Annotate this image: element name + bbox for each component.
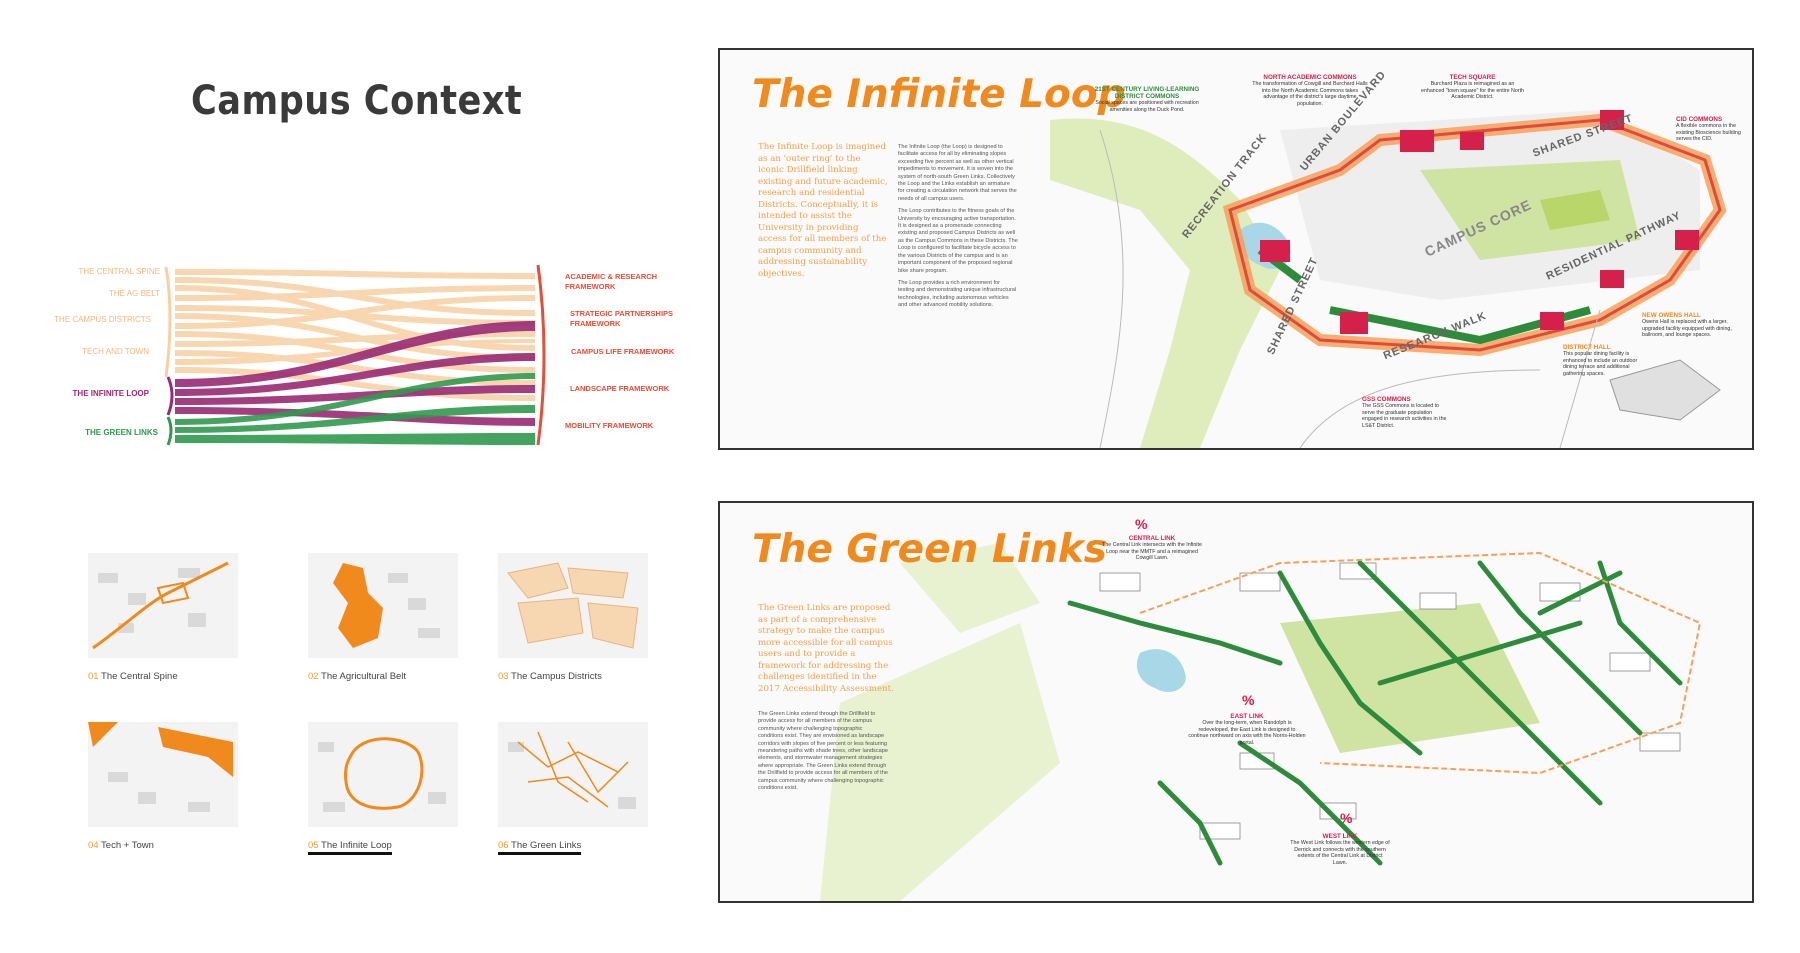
sankey-label-tech-town: TECH AND TOWN: [82, 347, 149, 356]
tech-town-map: [88, 722, 233, 812]
callout-owens-title: NEW OWENS HALL: [1642, 312, 1701, 319]
callout-north-body: The transformation of Cowgill and Burcha…: [1252, 81, 1368, 107]
callout-district-body: This popular dining facility is enhanced…: [1563, 351, 1638, 377]
thumbnail-caption-3: 03 The Campus Districts: [498, 671, 602, 682]
sankey-flows-magenta: [175, 321, 535, 426]
loop-body-paragraph-2: The Loop contributes to the fitness goal…: [898, 208, 1018, 274]
callout-tech-body: Burchard Plaza is reimagined as an enhan…: [1421, 81, 1524, 101]
callout-west-body: The West Link follows the western edge o…: [1290, 840, 1390, 866]
callout-central-title: CENTRAL LINK: [1128, 535, 1176, 542]
page-title: Campus Context: [191, 78, 523, 124]
thumbnail-caption-1: 01 The Central Spine: [88, 671, 178, 682]
callout-district-hall: DISTRICT HALL This popular dining facili…: [1563, 344, 1643, 377]
callout-cid-title: CID COMMONS: [1676, 116, 1723, 123]
thumbnail-caption-6: 06 The Green Links: [498, 840, 582, 855]
infinite-loop-intro: The Infinite Loop is imagined as an 'out…: [758, 142, 888, 279]
thumbnail-campus-districts[interactable]: [498, 553, 648, 658]
sankey-flows-green: [175, 373, 535, 445]
callout-central-body: The Central Link intersects with the Inf…: [1102, 542, 1202, 562]
sankey-label-academic: ACADEMIC & RESEARCH FRAMEWORK: [565, 272, 658, 291]
loop-body-paragraph-3: The Loop provides a rich environment for…: [898, 279, 1017, 309]
sankey-label-partnerships: STRATEGIC PARTNERSHIPS FRAMEWORK: [570, 309, 674, 328]
callout-gss-title: GSS COMMONS: [1362, 396, 1411, 403]
campus-districts-map: [507, 562, 639, 649]
sankey-right-bar: [536, 264, 546, 446]
callout-central-link: CENTRAL LINK The Central Link intersects…: [1102, 535, 1202, 562]
green-links-body: The Green Links extend through the Drill…: [758, 711, 888, 792]
callout-district-title: DISTRICT HALL: [1563, 344, 1611, 351]
callout-west-link: WEST LINK The West Link follows the west…: [1290, 833, 1390, 866]
sankey-label-campus-districts: THE CAMPUS DISTRICTS: [54, 315, 151, 324]
green-links-panel: % % % The Green Links The Green Links ar…: [718, 501, 1754, 903]
sankey-diagram: [40, 255, 685, 455]
svg-text:%: %: [1242, 692, 1255, 708]
sankey-label-mobility: MOBILITY FRAMEWORK: [565, 421, 654, 430]
thumbnail-caption-2: 02 The Agricultural Belt: [308, 671, 407, 682]
callout-north-academic: NORTH ACADEMIC COMMONS The transformatio…: [1250, 74, 1370, 107]
green-links-intro: The Green Links are proposed as part of …: [758, 603, 894, 694]
agricultural-belt-map: [333, 563, 440, 648]
sankey-left-bar-green: [166, 416, 173, 446]
callout-west-title: WEST LINK: [1322, 833, 1358, 840]
callout-gss-commons: GSS COMMONS The GSS Commons is located t…: [1362, 396, 1448, 429]
callout-living-title: 21ST CENTURY LIVING-LEARNING DISTRICT CO…: [1094, 86, 1200, 100]
green-links-title: The Green Links: [752, 527, 1108, 572]
thumbnail-caption-4: 04 Tech + Town: [88, 840, 154, 851]
infinite-loop-body: The Infinite Loop (the Loop) is designed…: [898, 144, 1018, 310]
callout-new-owens: NEW OWENS HALL Owens Hall is replaced wi…: [1642, 312, 1742, 339]
thumbnail-central-spine[interactable]: [88, 553, 238, 658]
callout-gss-body: The GSS Commons is located to serve the …: [1362, 403, 1447, 429]
callout-cid-body: A flexible commons in the existing Biosc…: [1676, 123, 1741, 143]
thumbnail-agricultural-belt[interactable]: [308, 553, 458, 658]
thumbnail-infinite-loop[interactable]: [308, 722, 458, 827]
sankey-label-campus-life: CAMPUS LIFE FRAMEWORK: [571, 347, 675, 356]
callout-east-body: Over the long-term, when Randolph is red…: [1188, 720, 1306, 746]
callout-east-link: EAST LINK Over the long-term, when Rando…: [1188, 713, 1306, 746]
sankey-label-green-links: THE GREEN LINKS: [85, 428, 158, 437]
infinite-loop-title: The Infinite Loop: [752, 72, 1126, 117]
loop-body-paragraph-1: The Infinite Loop (the Loop) is designed…: [898, 144, 1017, 202]
callout-owens-body: Owens Hall is replaced with a larger, up…: [1642, 319, 1732, 339]
callout-cid-commons: CID COMMONS A flexible commons in the ex…: [1676, 116, 1742, 143]
svg-text:%: %: [1135, 516, 1148, 532]
sankey-label-ag-belt: THE AG BELT: [109, 289, 160, 298]
infinite-loop-map-art: [1050, 110, 1727, 448]
sankey-label-central-spine: THE CENTRAL SPINE: [78, 267, 161, 276]
sankey-label-infinite-loop: THE INFINITE LOOP: [72, 389, 149, 398]
callout-north-title: NORTH ACADEMIC COMMONS: [1263, 74, 1357, 81]
sankey-left-bar-peach: [164, 266, 172, 378]
thumbnail-green-links[interactable]: [498, 722, 648, 827]
central-spine-map: [92, 561, 229, 650]
green-links-map-art: % % %: [820, 516, 1702, 901]
callout-east-title: EAST LINK: [1230, 713, 1264, 720]
svg-text:%: %: [1340, 810, 1353, 826]
callout-tech-title: TECH SQUARE: [1449, 74, 1496, 81]
sankey-svg: [164, 264, 546, 446]
thumbnail-tech-town[interactable]: [88, 722, 238, 827]
infinite-loop-map: [318, 737, 446, 812]
sankey-left-bar-magenta: [166, 376, 174, 416]
sankey-label-landscape: LANDSCAPE FRAMEWORK: [570, 384, 670, 393]
callout-tech-square: TECH SQUARE Burchard Plaza is reimagined…: [1420, 74, 1525, 101]
callout-living-body: Social spaces are positioned with recrea…: [1095, 100, 1199, 113]
green-links-map: [508, 731, 636, 809]
infinite-loop-panel: The Infinite Loop The Infinite Loop is i…: [718, 48, 1754, 450]
thumbnail-caption-5: 05 The Infinite Loop: [308, 840, 392, 855]
callout-living-learning: 21ST CENTURY LIVING-LEARNING DISTRICT CO…: [1092, 86, 1202, 113]
